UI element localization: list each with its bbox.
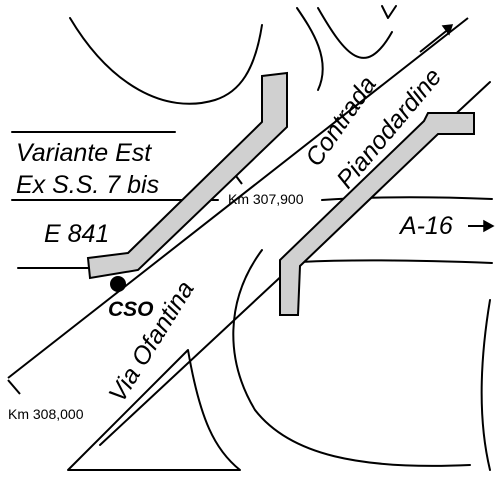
cso-marker-icon xyxy=(110,276,126,292)
km-308000-tick xyxy=(7,379,21,395)
main-diagonal-line xyxy=(7,17,469,379)
label-km-307900: Km 307,900 xyxy=(228,191,304,207)
label-variante-line1: Variante Est xyxy=(16,139,152,167)
right-edge-curve xyxy=(480,299,491,471)
top-left-curve xyxy=(69,17,263,105)
ramp-pianodardine xyxy=(279,112,475,316)
top-right-curve xyxy=(317,7,393,59)
right-lower-road xyxy=(299,259,493,264)
label-cso: CSO xyxy=(108,298,154,321)
label-e841: E 841 xyxy=(44,220,109,248)
label-variante-line2: Ex S.S. 7 bis xyxy=(16,171,159,199)
lower-center-curve xyxy=(232,249,471,467)
arrow-east-icon xyxy=(468,219,495,233)
top-v-mark xyxy=(381,5,397,19)
top-center-curve xyxy=(296,7,324,91)
label-a16: A-16 xyxy=(398,212,453,240)
bottom-triangle xyxy=(67,349,241,471)
ramp-variante xyxy=(86,71,288,280)
arrow-northeast-icon xyxy=(419,24,454,53)
label-km-308000: Km 308,000 xyxy=(8,406,84,422)
